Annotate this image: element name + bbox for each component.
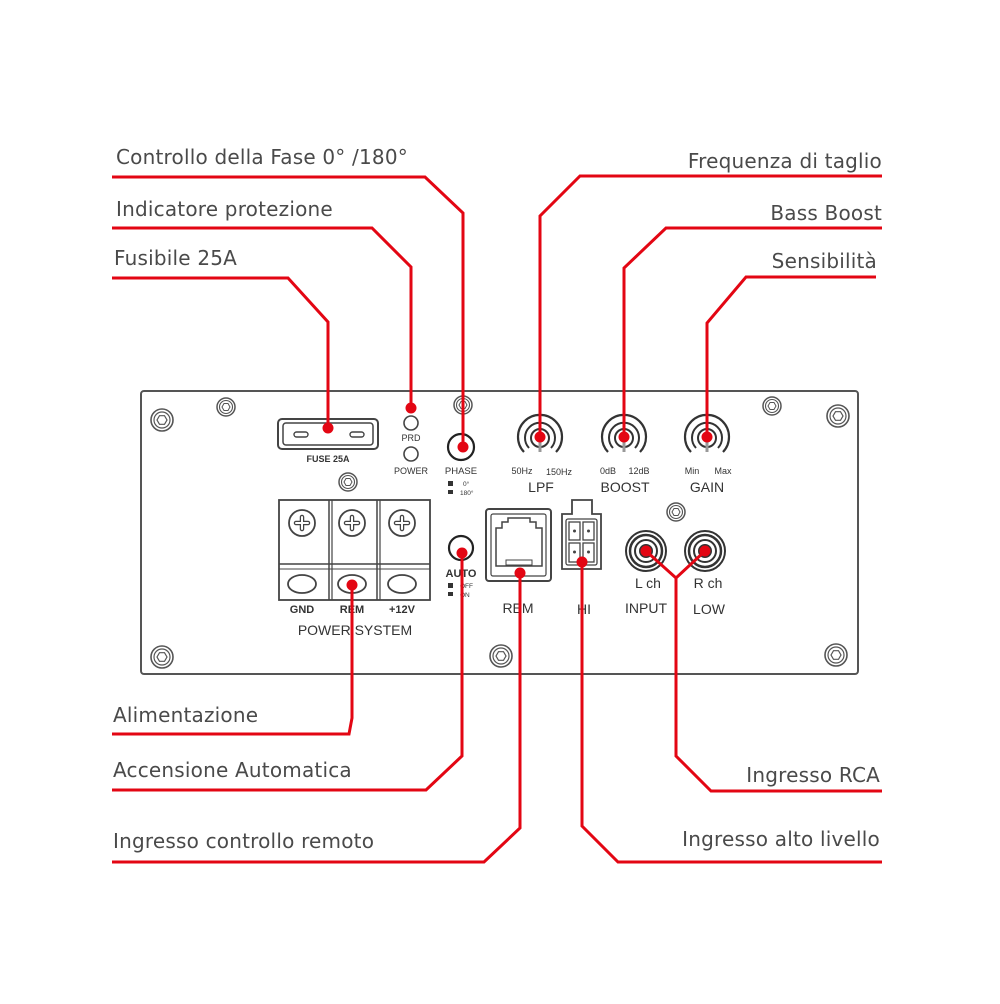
callout-fuse: Fusibile 25A: [114, 246, 238, 270]
auto-option-off: OFF: [460, 583, 473, 590]
power-led-label: POWER: [394, 466, 429, 476]
callout-protection-indicator: Indicatore protezione: [116, 197, 333, 221]
leader-remote: [112, 573, 522, 864]
callout-bass-boost: Bass Boost: [770, 201, 882, 225]
rca-left-label: L ch: [635, 575, 661, 591]
switch-up-icon: [448, 583, 453, 588]
callout-phase-control: Controllo della Fase 0° /180°: [116, 145, 408, 169]
callout-dot: [405, 402, 417, 414]
boost-min-label: 0dB: [600, 466, 616, 476]
power-system-label: POWER SYSTEM: [298, 622, 412, 638]
callout-dot: [346, 579, 358, 591]
low-label: LOW: [693, 601, 726, 617]
lpf-label: LPF: [528, 479, 554, 495]
power-led-icon: [403, 446, 419, 462]
callout-dot: [534, 431, 546, 443]
callout-power-supply: Alimentazione: [113, 703, 259, 727]
phase-label: PHASE: [445, 466, 477, 477]
callout-dot: [618, 431, 630, 443]
callout-dot: [701, 431, 713, 443]
rca-right-jack[interactable]: [684, 530, 726, 572]
lpf-max-label: 150Hz: [546, 467, 573, 477]
leader-prd: [112, 226, 413, 408]
input-label: INPUT: [625, 600, 667, 616]
terminal-screw-icon: [338, 509, 366, 537]
leader-auto: [112, 553, 464, 792]
terminal-screw-icon: [288, 509, 316, 537]
switch-down-icon: [448, 592, 453, 596]
leader-fuse: [112, 276, 330, 428]
rem-port-label: REM: [502, 600, 533, 616]
lpf-min-label: 50Hz: [511, 466, 533, 476]
fuse-label: FUSE 25A: [306, 454, 350, 464]
gain-min-label: Min: [685, 466, 700, 476]
auto-option-on: ON: [460, 592, 470, 599]
amplifier-panel: [140, 390, 859, 675]
callout-dot: [456, 547, 468, 559]
power-terminal-block: [278, 499, 431, 601]
terminal-hole-12v: [387, 574, 417, 594]
phase-option-180: 180°: [460, 489, 474, 497]
switch-up-icon: [448, 481, 453, 486]
prd-led-icon: [403, 415, 419, 431]
leader-lpf: [538, 174, 882, 437]
rem-rj-port[interactable]: [485, 508, 552, 582]
terminal-screw-icon: [388, 509, 416, 537]
leader-phase: [112, 175, 465, 447]
hi-port-label: HI: [577, 601, 591, 617]
phase-switch[interactable]: [446, 432, 476, 462]
callout-dot: [699, 545, 711, 557]
callout-auto-turn-on: Accensione Automatica: [113, 758, 352, 782]
callout-dot: [322, 422, 334, 434]
callout-rca-input: Ingresso RCA: [746, 763, 880, 787]
rca-left-jack[interactable]: [625, 530, 667, 572]
leader-hi: [580, 562, 882, 864]
gain-label: GAIN: [690, 479, 724, 495]
callout-remote-input: Ingresso controllo remoto: [113, 829, 375, 853]
leader-rca-left: [644, 549, 707, 581]
prd-led-label: PRD: [401, 433, 421, 443]
leader-power: [112, 585, 354, 736]
leader-boost: [622, 226, 882, 437]
phase-option-0: 0°: [463, 480, 470, 488]
terminal-label-gnd: GND: [290, 604, 315, 616]
switch-down-icon: [448, 490, 453, 494]
boost-label: BOOST: [600, 479, 649, 495]
leader-rca: [674, 578, 882, 793]
callout-dot: [457, 441, 469, 453]
callout-dot: [514, 567, 526, 579]
callout-high-level-input: Ingresso alto livello: [682, 827, 880, 851]
leader-gain: [705, 275, 876, 437]
callout-crossover-frequency: Frequenza di taglio: [687, 149, 882, 173]
callout-dot: [640, 545, 652, 557]
callout-dot: [576, 556, 588, 568]
rca-right-label: R ch: [694, 575, 723, 591]
terminal-label-12v: +12V: [389, 604, 416, 616]
gain-max-label: Max: [714, 466, 732, 476]
callout-sensitivity: Sensibilità: [771, 249, 877, 273]
terminal-hole-gnd: [287, 574, 317, 594]
boost-max-label: 12dB: [628, 466, 649, 476]
